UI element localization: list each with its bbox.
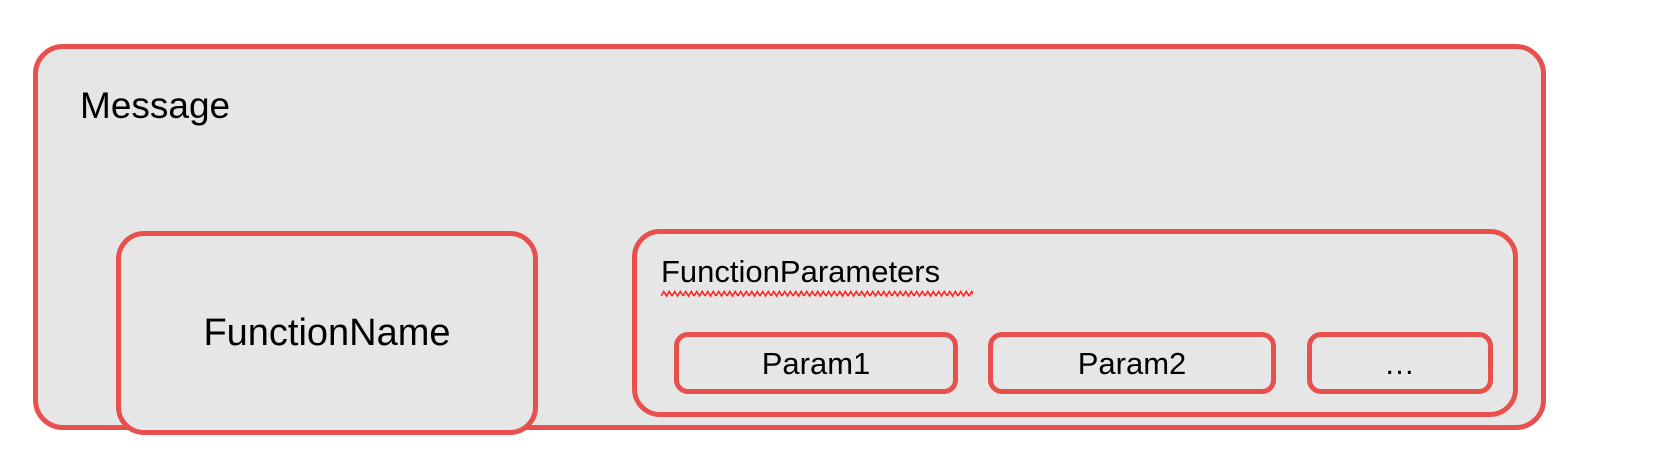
parameter-box-1[interactable]: Param1 bbox=[674, 332, 958, 394]
spellcheck-squiggle-underline bbox=[661, 290, 973, 298]
function-name-box[interactable]: FunctionName bbox=[116, 231, 538, 435]
parameter-label-1: Param1 bbox=[761, 345, 871, 381]
parameter-list: Param1 Param2 … bbox=[637, 234, 1513, 412]
parameter-label-2: Param2 bbox=[1077, 345, 1187, 381]
parameter-label-ellipsis: … bbox=[1384, 345, 1416, 381]
parameter-box-ellipsis[interactable]: … bbox=[1307, 332, 1493, 394]
parameter-box-2[interactable]: Param2 bbox=[988, 332, 1276, 394]
function-parameters-label: FunctionParameters bbox=[661, 254, 941, 289]
message-box[interactable]: Message FunctionName FunctionParameters … bbox=[33, 44, 1546, 435]
message-label: Message bbox=[80, 85, 231, 126]
function-parameters-box[interactable]: FunctionParameters Param1 Param2 … bbox=[632, 229, 1518, 417]
function-name-label: FunctionName bbox=[203, 312, 451, 354]
